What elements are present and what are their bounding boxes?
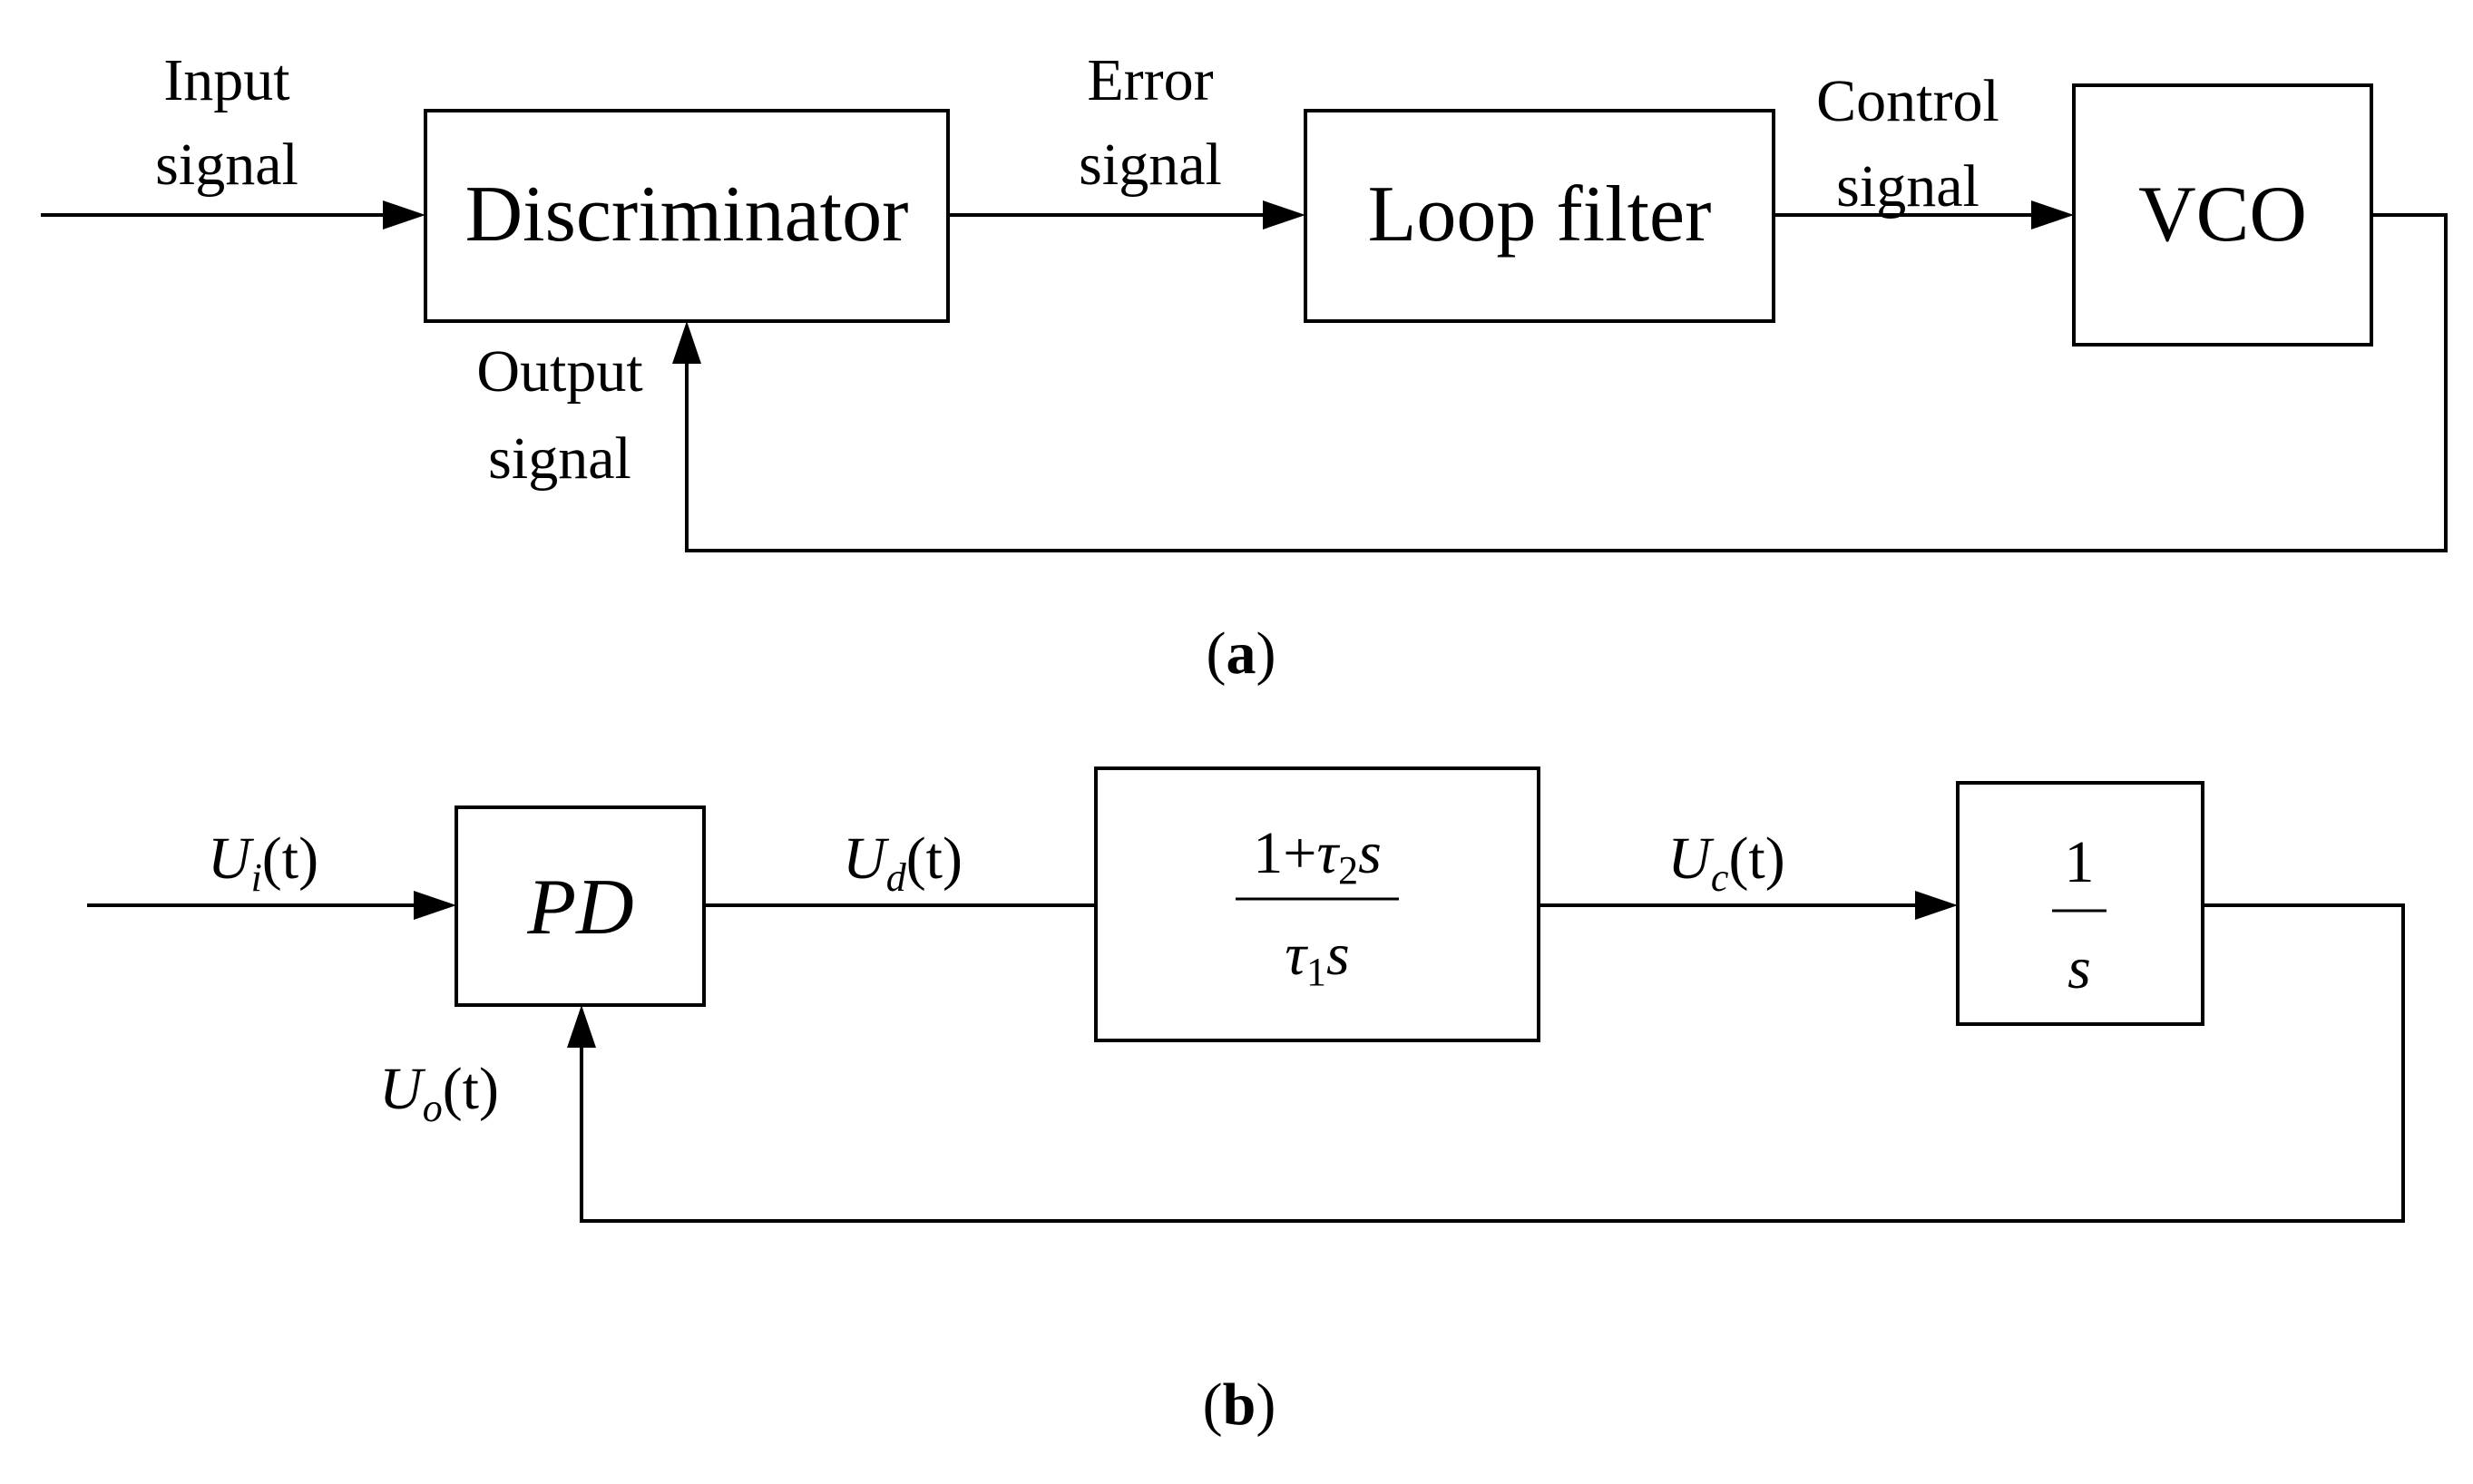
input-signal-label-line1: Input bbox=[163, 47, 289, 113]
discriminator-block bbox=[424, 109, 950, 323]
filter-numerator: 1+τ2s bbox=[1253, 820, 1382, 893]
caption-b: (b) bbox=[1203, 1372, 1276, 1438]
error-signal-label-line2: signal bbox=[1079, 132, 1222, 198]
pd-block bbox=[455, 805, 706, 1007]
integrator-block bbox=[1956, 781, 2204, 1026]
feedback-wire-b bbox=[580, 903, 2405, 1223]
discriminator-label: Discriminator bbox=[465, 171, 909, 259]
uc-arrow-icon bbox=[1915, 891, 1958, 920]
feedback-arrow-icon-a bbox=[672, 321, 701, 364]
diagram-a: Discriminator Loop filter VCO Input sign… bbox=[41, 47, 2448, 687]
ui-arrow-icon bbox=[414, 891, 456, 920]
ud-label: Ud(t) bbox=[843, 825, 963, 900]
error-arrow-icon bbox=[1263, 200, 1305, 229]
vco-block bbox=[2072, 83, 2373, 347]
loop-filter-label: Loop filter bbox=[1368, 171, 1712, 259]
output-signal-label-line2: signal bbox=[488, 425, 631, 492]
integrator-denominator: s bbox=[2067, 935, 2091, 1001]
feedback-arrow-icon-b bbox=[567, 1005, 596, 1048]
error-signal-label-line1: Error bbox=[1087, 47, 1213, 113]
uo-label: Uo(t) bbox=[379, 1056, 499, 1130]
feedback-wire-a bbox=[685, 213, 2448, 552]
ui-label: Ui(t) bbox=[208, 825, 318, 900]
integrator-numerator: 1 bbox=[2065, 829, 2095, 895]
uc-label: Uc(t) bbox=[1667, 825, 1785, 900]
input-signal-label-line2: signal bbox=[155, 132, 298, 198]
output-signal-label-line1: Output bbox=[476, 338, 642, 405]
input-arrow-icon bbox=[383, 200, 425, 229]
loop-filter-transfer-block bbox=[1094, 766, 1540, 1042]
filter-denominator: τ1s bbox=[1285, 922, 1349, 994]
control-signal-label-line2: signal bbox=[1836, 153, 1979, 220]
pd-label: PD bbox=[526, 864, 633, 952]
control-signal-label-line1: Control bbox=[1816, 68, 1999, 134]
diagram-b: PD 1+τ2s τ1s 1 s Ui(t) Ud(t) Uc(t) Uo(t)… bbox=[87, 766, 2405, 1438]
loop-filter-block bbox=[1304, 109, 1775, 323]
control-arrow-icon bbox=[2031, 200, 2074, 229]
vco-label: VCO bbox=[2138, 171, 2307, 259]
caption-a: (a) bbox=[1207, 620, 1276, 687]
